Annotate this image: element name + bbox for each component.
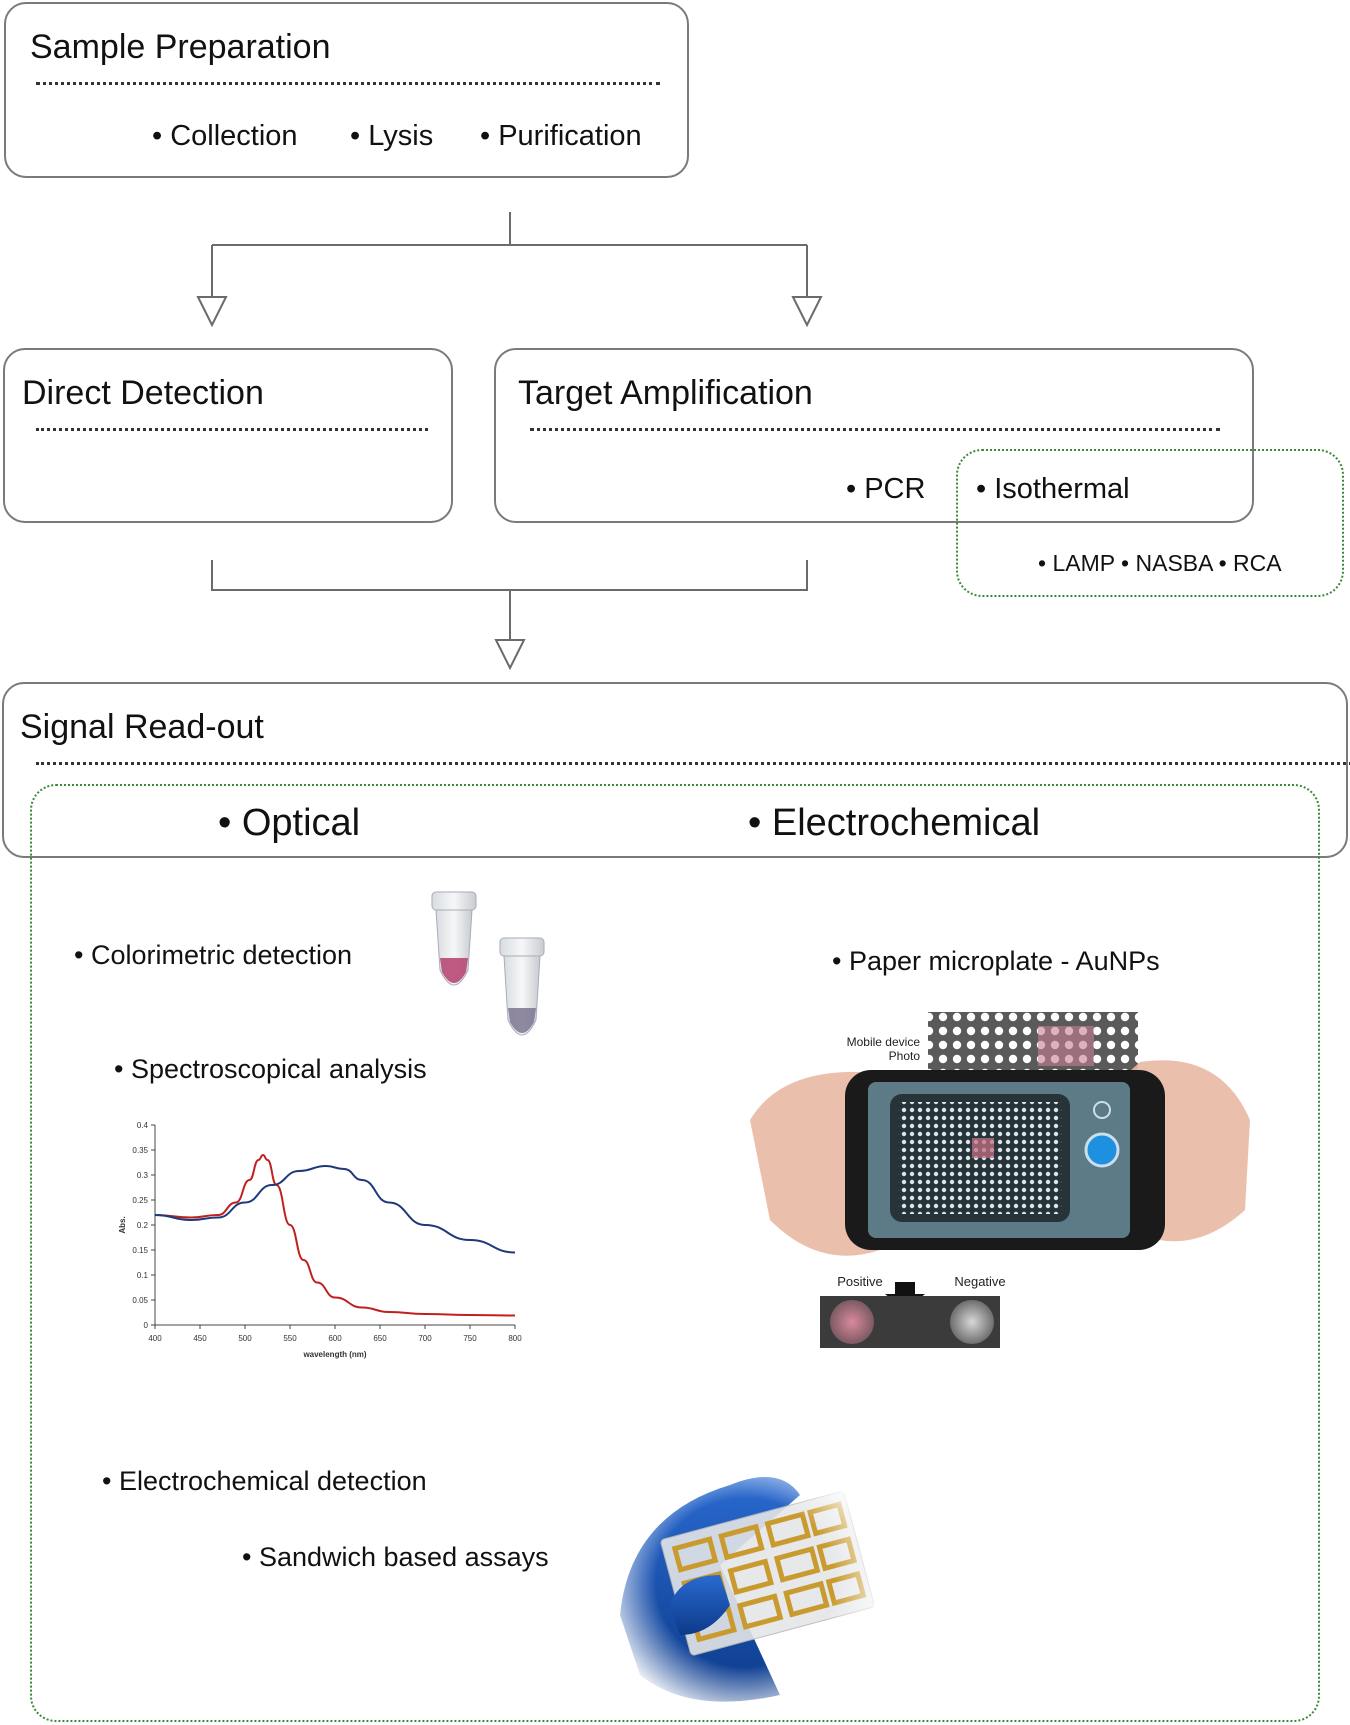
divider xyxy=(36,82,660,85)
x-tick-label: 500 xyxy=(238,1334,252,1343)
colorimetric-label: • Colorimetric detection xyxy=(74,940,353,970)
signal-readout-title: Signal Read-out xyxy=(20,708,264,746)
target-amplification-title: Target Amplification xyxy=(518,374,813,412)
arrow-down-icon xyxy=(196,296,228,328)
x-tick-label: 450 xyxy=(193,1334,207,1343)
series-line-1 xyxy=(154,1153,516,1317)
target-amplification-box xyxy=(494,348,1254,523)
y-tick-label: 0.4 xyxy=(137,1121,149,1130)
direct-detection-box xyxy=(3,348,453,523)
mobile-photo-caption-line2: Photo xyxy=(889,1049,921,1063)
x-tick-label: 400 xyxy=(148,1334,162,1343)
colorimetric-tubes-image xyxy=(431,891,545,1036)
mobile-phone-readout-image: Mobile device Photo Positive Negative xyxy=(750,1012,1250,1348)
negative-label: Negative xyxy=(954,1274,1005,1289)
spectroscopical-label: • Spectroscopical analysis xyxy=(114,1054,427,1084)
y-tick-label: 0.15 xyxy=(132,1246,148,1255)
optical-label: • Optical xyxy=(218,802,361,844)
y-tick-label: 0.3 xyxy=(137,1171,149,1180)
absorbance-spectrum-chart: 0 0.05 0.1 0.15 0.2 0.25 0.3 0.35 0.4 400 450 500 55… xyxy=(118,1121,522,1359)
direct-detection-title: Direct Detection xyxy=(22,374,264,412)
y-axis-label: Abs. xyxy=(118,1216,127,1233)
x-tick-label: 750 xyxy=(463,1334,477,1343)
sandwich-assays-label: • Sandwich based assays xyxy=(242,1542,549,1572)
y-tick-label: 0.35 xyxy=(132,1146,148,1155)
arrow-down-icon xyxy=(791,296,823,328)
sample-preparation-box xyxy=(4,2,689,178)
sample-preparation-title: Sample Preparation xyxy=(30,28,331,66)
y-tick-label: 0.25 xyxy=(132,1196,148,1205)
y-tick-label: 0.2 xyxy=(137,1221,149,1230)
item-purification: • Purification xyxy=(480,120,642,152)
electrochemical-label: • Electrochemical xyxy=(748,802,1041,844)
merge-connector xyxy=(211,560,808,640)
arrow-down-icon xyxy=(494,639,526,671)
x-axis-label: wavelength (nm) xyxy=(302,1350,366,1359)
divider xyxy=(36,762,1350,765)
series-line-2 xyxy=(154,1164,516,1254)
item-lysis: • Lysis xyxy=(350,120,434,152)
y-tick-label: 0.05 xyxy=(132,1296,148,1305)
paper-microplate-label: • Paper microplate - AuNPs xyxy=(832,946,1160,976)
x-tick-label: 800 xyxy=(508,1334,522,1343)
x-tick-label: 650 xyxy=(373,1334,387,1343)
y-tick-label: 0 xyxy=(144,1321,149,1330)
isothermal-methods: • LAMP • NASBA • RCA xyxy=(1038,550,1282,576)
split-connector xyxy=(211,212,808,297)
x-tick-label: 550 xyxy=(283,1334,297,1343)
item-pcr: • PCR xyxy=(846,473,926,505)
x-tick-label: 700 xyxy=(418,1334,432,1343)
x-tick-label: 600 xyxy=(328,1334,342,1343)
divider xyxy=(36,428,428,431)
readout-methods-group xyxy=(30,784,1320,1722)
y-tick-label: 0.1 xyxy=(137,1271,149,1280)
electrochemical-sensor-image xyxy=(610,1455,880,1710)
isothermal-group xyxy=(956,449,1344,597)
item-isothermal: • Isothermal xyxy=(976,473,1130,505)
divider xyxy=(530,428,1220,431)
mobile-photo-caption-line1: Mobile device xyxy=(847,1035,921,1049)
signal-readout-box xyxy=(2,682,1348,858)
electrochemical-detection-label: • Electrochemical detection xyxy=(102,1466,427,1496)
positive-label: Positive xyxy=(837,1274,883,1289)
item-collection: • Collection xyxy=(152,120,298,152)
